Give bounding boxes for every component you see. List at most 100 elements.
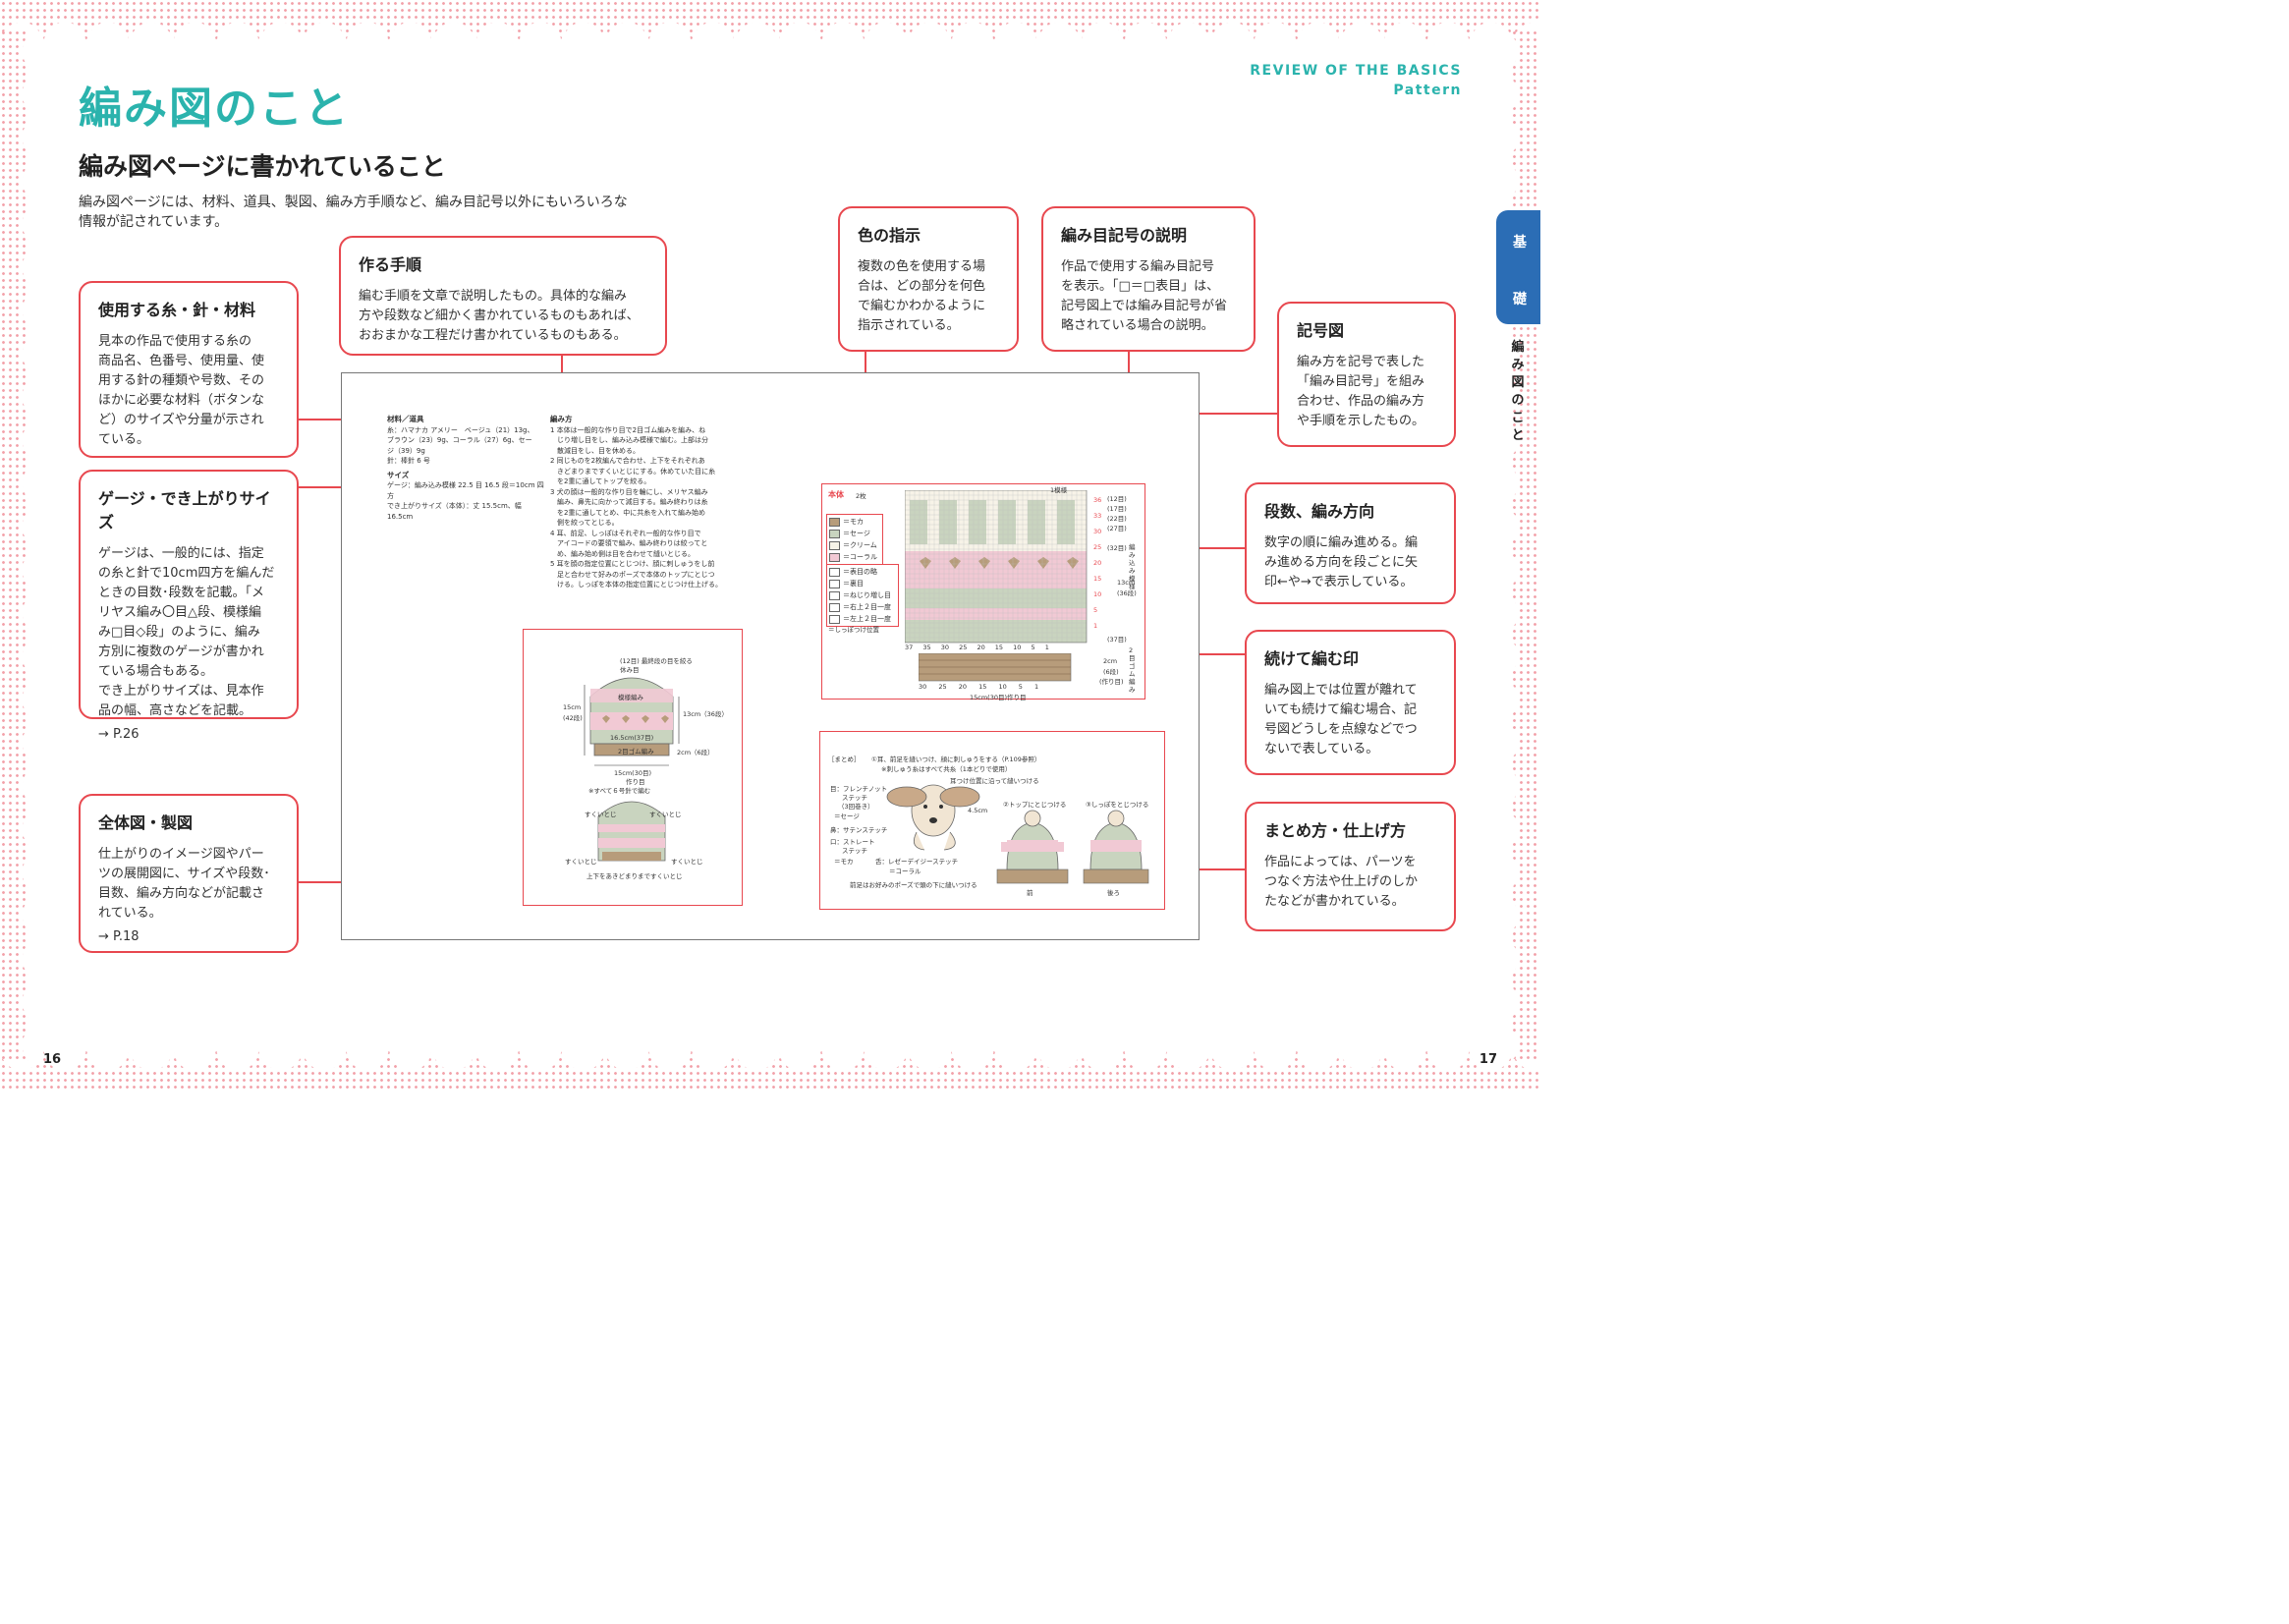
- finish-label: ＝コーラル: [889, 868, 921, 875]
- sample-finishing: ［まとめ］ ①耳、前足を縫いつけ、顔に刺しゅうをする（P.109参照） ※刺しゅ…: [819, 731, 1165, 910]
- callout-body: 仕上がりのイメージ図やパーツの展開図に、サイズや段数･ 目数、編み方向などが記載…: [98, 847, 270, 921]
- top-border-decoration: [0, 0, 1540, 43]
- page-number-right: 17: [1479, 1052, 1497, 1067]
- diagram-label: 上下をあきどまりまですくいとじ: [586, 872, 683, 880]
- callout-finish: まとめ方・仕上げ方 作品によっては、パーツをつなぐ方法や仕上げのしか たなどが書…: [1245, 802, 1456, 931]
- right-border-decoration: [1511, 29, 1540, 1061]
- callout-body: 編む手順を文章で説明したもの。具体的な編み方や段数など細かく書かれているものもあ…: [359, 289, 640, 343]
- diagram-label: 15cm(30目): [614, 769, 652, 777]
- finish-label: ＝モカ: [834, 858, 854, 866]
- callout-body: 編み方を記号で表した「編み目記号」を組み 合わせ、作品の編み方や手順を示したもの…: [1297, 355, 1425, 428]
- finish-label: ②トップにとじつける: [1003, 801, 1067, 809]
- sample-chart: 本体 2枚 ＝モカ ＝セージ ＝クリーム ＝コーラル ＝表目の略 ＝裏目 ＝ねじ…: [821, 483, 1145, 701]
- tab-char: 基: [1513, 235, 1527, 251]
- callout-title: 続けて編む印: [1264, 649, 1360, 668]
- connector-line: [1143, 413, 1277, 415]
- chart-label: 2目ゴム編み: [1129, 646, 1136, 694]
- diagram-label: 16.5cm(37目): [610, 734, 654, 742]
- page-reference-link[interactable]: → P.26: [98, 727, 140, 742]
- callout-chart: 記号図 編み方を記号で表した「編み目記号」を組み 合わせ、作品の編み方や手順を示…: [1277, 302, 1456, 447]
- diagram-label: すくいとじ: [671, 858, 703, 866]
- side-tab[interactable]: 基 礎: [1496, 210, 1540, 324]
- finish-label: 耳つけ位置に沿って縫いつける: [950, 777, 1039, 785]
- callout-title: 色の指示: [858, 226, 921, 245]
- diagram-label: 13cm（36段）: [683, 710, 728, 718]
- page-reference-link[interactable]: → P.18: [98, 929, 140, 944]
- chart-label: (36段): [1117, 589, 1137, 597]
- callout-title: まとめ方・仕上げ方: [1264, 821, 1407, 840]
- sample-pattern-page: 材料／道具 糸：ハマナカ アメリー ベージュ（21）13g、ブラウン（23）9g…: [341, 372, 1200, 940]
- color-legend: ＝モカ ＝セージ ＝クリーム ＝コーラル: [826, 514, 883, 565]
- diagram-label: ※すべて６号針で編む: [588, 787, 651, 795]
- diagram-label: (12目) 最終段の目を絞る: [620, 657, 693, 665]
- sample-method: 編み方 1 本体は一般的な作り目で2目ゴム編みを編み、ね じり増し目をし、編み込…: [550, 415, 722, 588]
- callout-gauge: ゲージ・でき上がりサイズ ゲージは、一般的には、指定の糸と針で10cm四方を編ん…: [79, 470, 299, 742]
- finish-label: ③しっぽをとじつける: [1086, 801, 1149, 809]
- tab-char: 礎: [1513, 292, 1527, 308]
- callout-body: 作品によっては、パーツをつなぐ方法や仕上げのしか たなどが書かれている。: [1264, 855, 1419, 909]
- callout-title: ゲージ・でき上がりサイズ: [98, 489, 271, 532]
- chart-title: 本体: [828, 490, 844, 499]
- page-number-left: 16: [43, 1052, 62, 1067]
- chart-label: (37目): [1107, 636, 1127, 644]
- chart-label: 15cm(30目)作り目: [970, 694, 1027, 701]
- page-title: 編み図のこと: [79, 84, 350, 134]
- callout-symbol-description: 編み目記号の説明 作品で使用する編み目記号を表示。「□＝□表目」は、 記号図上で…: [1041, 206, 1256, 352]
- callout-body: 複数の色を使用する場合は、どの部分を何色 で編むかわかるように指示されている。: [858, 259, 986, 333]
- review-line: REVIEW OF THE BASICS: [1250, 63, 1462, 79]
- section-label: REVIEW OF THE BASICS Pattern: [1250, 61, 1462, 100]
- finish-label: 目：フレンチノット: [830, 785, 888, 793]
- callout-rows: 段数、編み方向 数字の順に編み進める。編み進める方向を段ごとに矢 印←や→で表示…: [1245, 482, 1456, 604]
- intro-text: 編み図ページには、材料、道具、製図、編み方手順など、編み目記号以外にもいろいろな…: [79, 193, 688, 232]
- diagram-label: 作り目: [626, 778, 645, 786]
- callout-title: 全体図・製図: [98, 813, 194, 832]
- callout-steps: 作る手順 編む手順を文章で説明したもの。具体的な編み方や段数など細かく書かれてい…: [339, 236, 667, 356]
- rib-chart: [919, 653, 1072, 682]
- diagram-label: (42段): [563, 714, 583, 722]
- section-subtitle: 編み図ページに書かれていること: [79, 152, 446, 181]
- callout-drawing: 全体図・製図 仕上がりのイメージ図やパーツの展開図に、サイズや段数･ 目数、編み…: [79, 794, 299, 953]
- callout-title: 記号図: [1297, 321, 1345, 340]
- chart-label: 1模様: [1050, 486, 1068, 494]
- callout-title: 編み目記号の説明: [1061, 226, 1188, 245]
- diagram-label: 模様編み: [618, 694, 643, 701]
- callout-title: 段数、編み方向: [1264, 502, 1375, 521]
- diagram-label: すくいとじ: [649, 811, 682, 818]
- finish-label: ＝セージ: [834, 812, 860, 820]
- callout-body: 作品で使用する編み目記号を表示。「□＝□表目」は、 記号図上では編み目記号が省略…: [1061, 259, 1228, 333]
- connector-line: [299, 486, 381, 488]
- finish-label: 4.5cm: [968, 807, 988, 814]
- finish-label: （3回巻き）: [838, 803, 874, 811]
- finish-label: 後ろ: [1107, 889, 1120, 897]
- intro-line: 編み図ページには、材料、道具、製図、編み方手順など、編み目記号以外にもいろいろな: [79, 195, 628, 210]
- callout-title: 使用する糸・針・材料: [98, 301, 256, 319]
- knitting-chart-grid: [905, 490, 1088, 644]
- finish-label: ［まとめ］: [828, 756, 861, 763]
- side-vertical-label: 編み図 のこと: [1511, 340, 1525, 443]
- callout-body: 見本の作品で使用する糸の商品名、色番号、使用量、使 用する針の種類や号数、そのほ…: [98, 334, 265, 447]
- sample-materials: 材料／道具 糸：ハマナカ アメリー ベージュ（21）13g、ブラウン（23）9g…: [387, 415, 544, 521]
- diagram-label: すくいとじ: [585, 811, 617, 818]
- callout-body: 数字の順に編み進める。編み進める方向を段ごとに矢 印←や→で表示している。: [1264, 535, 1419, 589]
- finish-label: 舌：レゼーデイジーステッチ: [875, 858, 959, 866]
- bottom-border-decoration: [0, 1049, 1540, 1092]
- finish-label: 鼻：サテンステッチ: [830, 826, 888, 834]
- intro-line: 情報が記されています。: [79, 214, 229, 230]
- finish-label: 前足はお好みのポーズで頭の下に縫いつける: [850, 881, 977, 889]
- callout-materials: 使用する糸・針・材料 見本の作品で使用する糸の商品名、色番号、使用量、使 用する…: [79, 281, 299, 458]
- chart-label: (作り目): [1099, 678, 1124, 686]
- finish-label: ステッチ: [842, 847, 867, 855]
- diagram-label: すくいとじ: [565, 858, 597, 866]
- diagram-label: 15cm: [563, 703, 582, 711]
- finish-label: ステッチ: [842, 794, 867, 802]
- callout-title: 作る手順: [359, 255, 422, 274]
- hat-diagram: [584, 677, 680, 862]
- chart-label: (6段): [1103, 668, 1119, 676]
- finish-label: 前: [1027, 889, 1033, 897]
- rib-column-numbers: 30 25 20 15 10 5 1: [919, 683, 1039, 691]
- finish-label: ①耳、前足を縫いつけ、顔に刺しゅうをする（P.109参照）: [871, 756, 1041, 763]
- review-subline: Pattern: [1393, 83, 1462, 98]
- chart-label: 編み込み模様: [1129, 543, 1136, 590]
- finish-label: ※刺しゅう糸はすべて共糸（1本どりで使用）: [881, 765, 1012, 773]
